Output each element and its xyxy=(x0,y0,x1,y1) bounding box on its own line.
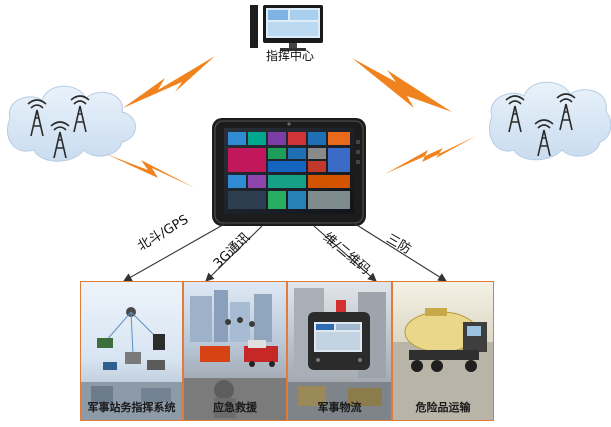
panel-caption-military-logistics: 军事物流 xyxy=(317,401,362,414)
left-tower-3-icon xyxy=(50,121,70,159)
emergency-rescue-illustration xyxy=(184,290,286,420)
lightning-upper-left-icon xyxy=(123,56,215,108)
panel-hazmat-transport: 危险品运输 xyxy=(392,281,494,421)
lightning-lower-right-icon xyxy=(385,136,476,174)
lightning-lower-left-icon xyxy=(106,154,195,188)
panel-emergency-rescue: 应急救援 xyxy=(183,281,287,421)
arrow-to-emergency-rescue xyxy=(205,225,263,282)
arrow-to-military-logistics xyxy=(313,225,377,282)
hazmat-transport-illustration xyxy=(393,308,493,420)
right-tower-1-icon xyxy=(505,95,525,133)
panel-caption-emergency-rescue: 应急救援 xyxy=(213,401,257,414)
right-tower-3-icon xyxy=(534,119,554,157)
military-logistics-illustration xyxy=(288,288,391,420)
arrow-to-hazmat-transport xyxy=(351,221,447,282)
command-center-monitor-icon xyxy=(250,5,323,51)
command-center-label: 指挥中心 xyxy=(266,49,315,63)
panel-caption-military-station: 军事站务指挥系统 xyxy=(87,401,176,414)
left-tower-1-icon xyxy=(27,99,47,137)
panel-military-station-command: 军事站务指挥系统 xyxy=(80,281,183,421)
tablet-device-icon xyxy=(212,118,366,226)
military-station-illustration xyxy=(81,307,182,420)
panel-military-logistics: 军事物流 xyxy=(287,281,392,421)
lightning-upper-right-icon xyxy=(352,58,452,112)
panel-caption-hazmat-transport: 危险品运输 xyxy=(415,401,471,414)
left-tower-2-icon xyxy=(70,95,90,133)
right-tower-2-icon xyxy=(556,93,576,131)
left-cloud-icon xyxy=(6,85,136,162)
arrow-to-military-station xyxy=(123,221,229,282)
